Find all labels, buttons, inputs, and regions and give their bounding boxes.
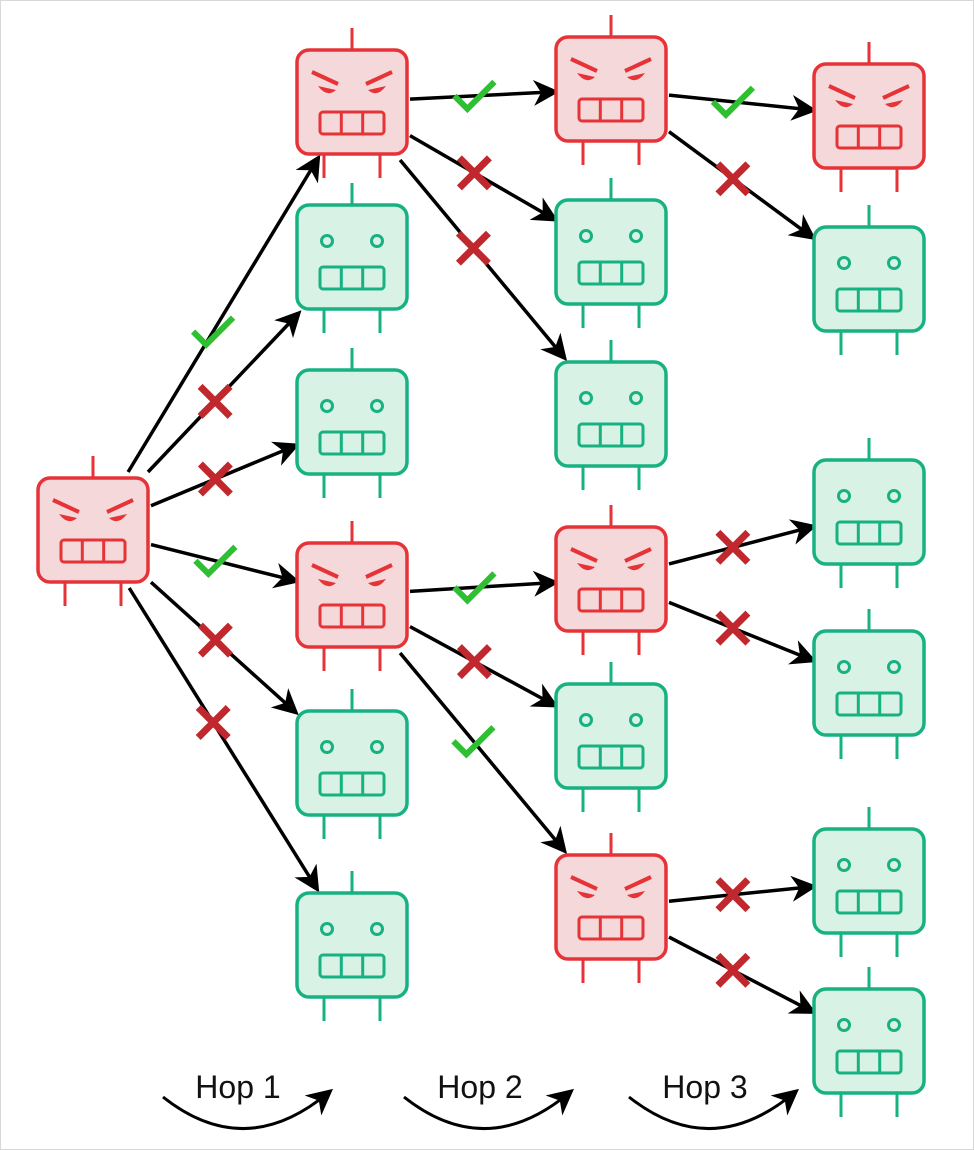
angry-robot-icon	[295, 28, 409, 178]
check-icon	[190, 315, 236, 349]
marks-layer	[190, 79, 756, 988]
neutral-robot-icon	[812, 967, 926, 1117]
edge-arrow	[127, 587, 320, 893]
edge-arrow	[668, 875, 818, 903]
neutral-robot-icon	[295, 689, 409, 839]
check-icon	[193, 544, 238, 578]
angry-robot-icon	[36, 456, 150, 606]
angry-robot-icon	[554, 833, 668, 983]
neutral-robot-icon	[295, 871, 409, 1021]
angry-robot-icon	[295, 521, 409, 671]
hop-2-label: Hop 2	[437, 1069, 522, 1105]
neutral-robot-icon	[554, 178, 668, 328]
cross-icon	[715, 952, 751, 988]
neutral-robot-icon	[812, 807, 926, 957]
cross-icon	[715, 529, 751, 565]
hop-2-arrow	[403, 1088, 575, 1130]
cross-icon	[455, 230, 491, 266]
angry-robot-icon	[554, 15, 668, 165]
neutral-robot-icon	[295, 348, 409, 498]
cross-icon	[456, 155, 492, 191]
edge-arrow	[126, 154, 321, 473]
nodes-layer	[36, 15, 926, 1117]
angry-robot-icon	[812, 42, 926, 192]
neutral-robot-icon	[554, 662, 668, 812]
neutral-robot-icon	[295, 183, 409, 333]
neutral-robot-icon	[812, 205, 926, 355]
hop-1-arrow	[162, 1088, 334, 1130]
angry-robot-icon	[554, 505, 668, 655]
edge-arrow	[668, 519, 818, 566]
cross-icon	[456, 644, 492, 680]
cross-icon	[197, 622, 233, 658]
check-icon	[452, 571, 497, 605]
cross-icon	[195, 705, 231, 740]
cross-icon	[715, 877, 751, 913]
hops-layer: Hop 1 Hop 2 Hop 3	[162, 1069, 800, 1130]
hop-3: Hop 3	[628, 1069, 800, 1130]
cross-icon	[715, 161, 751, 197]
neutral-robot-icon	[812, 609, 926, 759]
cross-icon	[197, 461, 233, 497]
hop-1-label: Hop 1	[195, 1069, 280, 1105]
hop-3-arrow	[628, 1088, 800, 1130]
cross-icon	[715, 610, 751, 646]
hop-3-label: Hop 3	[662, 1069, 747, 1105]
edge-arrow	[398, 651, 568, 855]
check-icon	[451, 725, 496, 759]
neutral-robot-icon	[554, 340, 668, 490]
check-icon	[710, 85, 756, 120]
cross-icon	[197, 383, 233, 419]
neutral-robot-icon	[812, 438, 926, 588]
hop-1: Hop 1	[162, 1069, 334, 1130]
check-icon	[452, 79, 497, 114]
hop-2: Hop 2	[403, 1069, 575, 1130]
